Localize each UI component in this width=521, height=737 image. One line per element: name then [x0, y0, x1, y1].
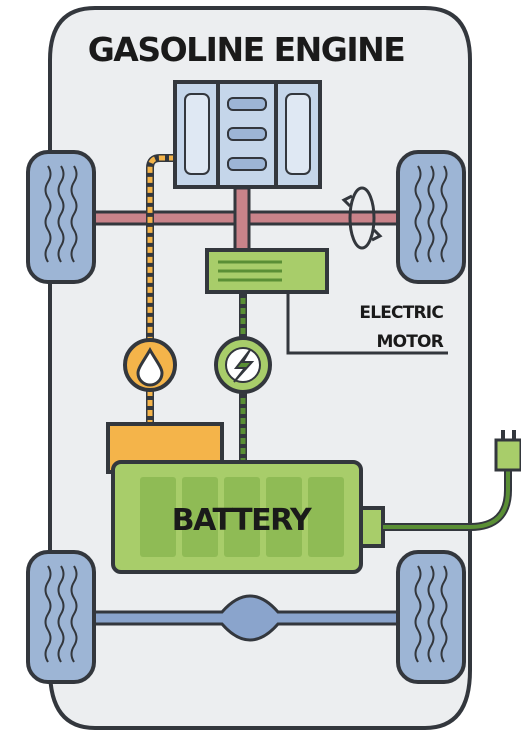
engine-block-icon: [173, 80, 322, 189]
electric-motor: [205, 248, 329, 294]
motor-label-line2: MOTOR: [376, 332, 443, 352]
battery: [111, 460, 385, 574]
engine-label: GASOLINE ENGINE: [88, 30, 405, 69]
lightning-bolt-icon: [214, 336, 272, 394]
charging-plug-icon: [494, 430, 521, 472]
motor-label-line1: ELECTRIC: [359, 303, 443, 323]
tire-rear-right: [396, 550, 466, 684]
motor-leader-line: [286, 292, 448, 355]
battery-label: BATTERY: [172, 503, 313, 538]
tire-front-left: [26, 150, 96, 284]
drive-shaft: [233, 186, 251, 256]
tire-rear-left: [26, 550, 96, 684]
fuel-drop-icon: [123, 338, 177, 392]
tire-front-right: [396, 150, 466, 284]
rotation-arrows-icon: [341, 186, 383, 250]
